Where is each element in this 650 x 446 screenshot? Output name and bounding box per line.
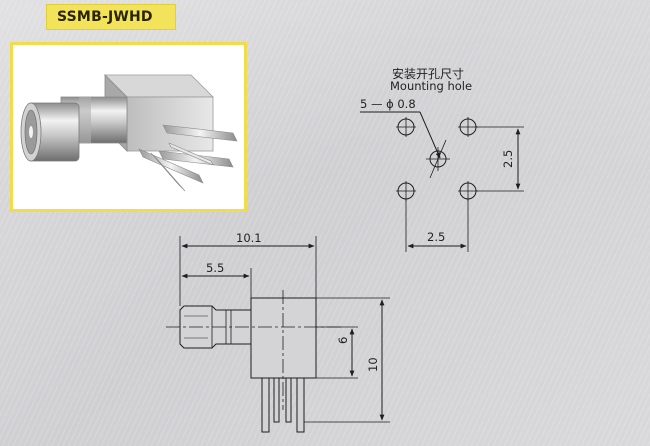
product-photo-frame <box>10 42 247 212</box>
side-view-diagram: 10.1 5.5 6 10 <box>166 231 390 433</box>
plug-length-label: 5.5 <box>206 261 224 275</box>
mounting-hole-diagram: 安装开孔尺寸 Mounting hole 5 — ϕ 0.8 2.5 2.5 <box>360 66 524 252</box>
callout-leader-diag <box>419 111 441 159</box>
mounting-title-en: Mounting hole <box>390 79 472 93</box>
product-title-badge: SSMB-JWHD <box>46 4 176 30</box>
pitch-vertical-label: 2.5 <box>501 150 515 168</box>
product-model: SSMB-JWHD <box>57 9 153 25</box>
overall-length-label: 10.1 <box>236 231 262 245</box>
overall-height-label: 10 <box>366 357 380 372</box>
hole-callout: 5 — ϕ 0.8 <box>360 97 416 111</box>
connector-pins <box>261 377 305 433</box>
connector-photo <box>20 74 238 192</box>
center-height-label: 6 <box>336 337 350 344</box>
pitch-horizontal-label: 2.5 <box>427 230 445 244</box>
connector-body <box>250 297 317 379</box>
mounting-title-cn: 安装开孔尺寸 <box>392 66 464 81</box>
hole-centerlines <box>396 117 478 201</box>
